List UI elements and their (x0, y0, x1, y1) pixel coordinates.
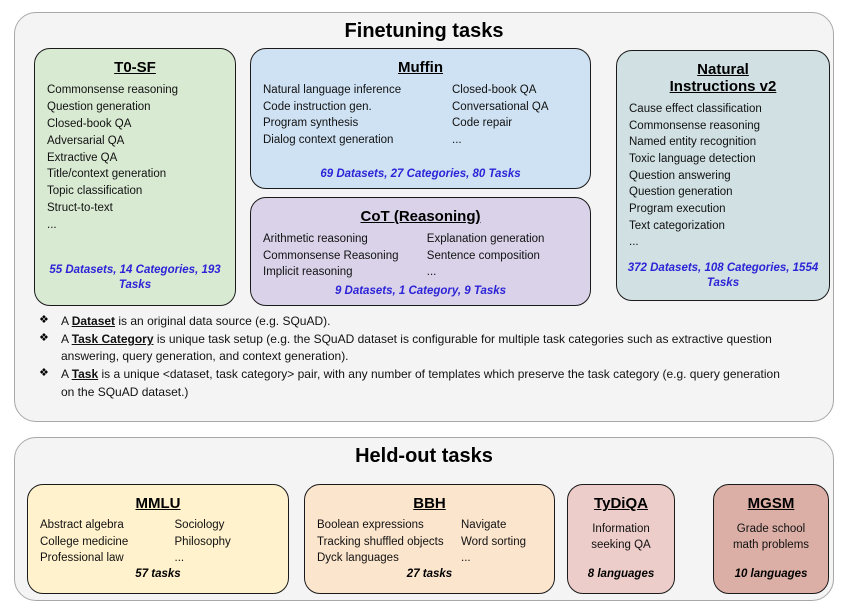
niv2-task-list: Cause effect classification Commonsense … (629, 101, 817, 251)
task-item: Title/context generation (47, 168, 167, 181)
muffin-box: Muffin Natural language inference Code i… (250, 48, 591, 189)
diamond-bullet-icon: ❖ (39, 332, 49, 345)
task-item: Tracking shuffled objects (317, 535, 444, 548)
task-item: ... (452, 134, 462, 147)
task-item: Explanation generation (426, 233, 545, 245)
definition-text: A Task is a unique <dataset, task catego… (61, 367, 780, 399)
t0sf-title: T0-SF (114, 59, 156, 76)
bbh-title: BBH (413, 495, 446, 512)
task-item: Navigate (461, 519, 507, 531)
task-item: Question generation (629, 186, 733, 199)
task-item: Topic classification (47, 185, 143, 198)
task-item: ... (461, 552, 471, 565)
heldout-tasks-panel: Held-out tasks MMLU Abstract algebra Col… (14, 437, 834, 601)
muffin-title: Muffin (398, 59, 443, 76)
finetuning-tasks-panel: Finetuning tasks T0-SF Commonsense reaso… (14, 12, 834, 422)
definition-dataset: ❖ A Dataset is an original data source (… (37, 313, 813, 330)
task-item: Word sorting (461, 535, 526, 548)
muffin-task-list-left: Natural language inference Code instruct… (263, 82, 452, 149)
task-item: Commonsense Reasoning (263, 249, 399, 262)
task-item: Arithmetic reasoning (263, 233, 368, 245)
task-item: Commonsense reasoning (47, 84, 179, 96)
task-item: Conversational QA (452, 100, 549, 113)
task-item: ... (629, 236, 639, 249)
mgsm-stats: 10 languages (734, 567, 808, 580)
mmlu-task-list-left: Abstract algebra College medicine Profes… (40, 517, 175, 567)
task-item: Sociology (174, 519, 225, 531)
task-item: Text categorization (629, 219, 725, 232)
task-item: Struct-to-text (47, 202, 113, 215)
diamond-bullet-icon: ❖ (39, 314, 49, 326)
task-item: Dialog context generation (263, 134, 394, 147)
cot-stats: 9 Datasets, 1 Category, 9 Tasks (334, 284, 507, 297)
mgsm-title: MGSM (747, 495, 795, 512)
bbh-stats: 27 tasks (406, 567, 453, 580)
mmlu-stats: 57 tasks (135, 567, 181, 580)
mgsm-description: Grade school math problems (732, 523, 810, 551)
definition-text: A Task Category is unique task setup (e.… (61, 332, 772, 364)
task-item: Named entity recognition (629, 136, 757, 149)
diamond-bullet-icon: ❖ (39, 367, 49, 380)
heldout-panel-title: Held-out tasks (355, 445, 493, 467)
tydiqa-stats: 8 languages (587, 567, 655, 580)
task-item: Question generation (47, 100, 151, 113)
tydiqa-description: Information seeking QA (591, 523, 651, 551)
task-item: Philosophy (174, 535, 231, 548)
mmlu-box: MMLU Abstract algebra College medicine P… (27, 484, 289, 594)
task-item: Professional law (40, 552, 124, 565)
mmlu-task-list-right: Sociology Philosophy ... (175, 517, 276, 567)
bbh-box: BBH Boolean expressions Tracking shuffle… (304, 484, 555, 594)
bbh-task-list-right: Navigate Word sorting ... (461, 517, 542, 567)
task-item: Program execution (629, 203, 726, 216)
task-item: Abstract algebra (40, 519, 124, 531)
task-item: Question answering (629, 169, 731, 182)
task-item: Natural language inference (263, 84, 402, 96)
term-task-category: Task Category (71, 332, 154, 347)
task-item: ... (426, 266, 437, 279)
mgsm-box: MGSM Grade school math problems 10 langu… (713, 484, 829, 594)
finetuning-panel-title: Finetuning tasks (344, 20, 504, 42)
term-dataset: Dataset (71, 314, 116, 328)
muffin-stats: 69 Datasets, 27 Categories, 80 Tasks (320, 167, 521, 180)
task-item: Dyck languages (317, 552, 399, 565)
task-item: Code instruction gen. (263, 100, 372, 113)
definitions-list: ❖ A Dataset is an original data source (… (37, 313, 813, 402)
t0sf-task-list: Commonsense reasoning Question generatio… (47, 82, 223, 234)
t0sf-stats: 55 Datasets, 14 Categories, 193 Tasks (49, 264, 221, 291)
niv2-stats: 372 Datasets, 108 Categories, 1554 Tasks (627, 262, 819, 289)
niv2-title: Natural Instructions v2 (669, 61, 777, 95)
task-item: ... (174, 552, 185, 565)
cot-title: CoT (Reasoning) (360, 208, 481, 225)
natural-instructions-v2-box: Natural Instructions v2 Cause effect cla… (616, 50, 830, 301)
task-item: College medicine (40, 535, 129, 548)
task-item: Closed-book QA (47, 117, 132, 130)
task-item: Cause effect classification (629, 103, 762, 115)
task-item: Code repair (452, 117, 513, 130)
term-task: Task (71, 367, 99, 382)
t0sf-box: T0-SF Commonsense reasoning Question gen… (34, 48, 236, 306)
task-item: Sentence composition (426, 249, 540, 262)
task-item: Program synthesis (263, 117, 359, 130)
mmlu-title: MMLU (135, 495, 181, 512)
muffin-task-list-right: Closed-book QA Conversational QA Code re… (452, 82, 578, 149)
task-item: ... (47, 219, 57, 232)
definition-task-category: ❖ A Task Category is unique task setup (… (37, 331, 813, 365)
task-item: Closed-book QA (452, 84, 537, 96)
tydiqa-title: TyDiQA (594, 495, 648, 512)
task-item: Toxic language detection (629, 153, 756, 166)
definition-text: A Dataset is an original data source (e.… (61, 314, 331, 328)
task-item: Extractive QA (47, 151, 118, 164)
bbh-task-list-left: Boolean expressions Tracking shuffled ob… (317, 517, 461, 567)
definition-task: ❖ A Task is a unique <dataset, task cate… (37, 366, 813, 400)
tydiqa-box: TyDiQA Information seeking QA 8 language… (567, 484, 675, 594)
cot-box: CoT (Reasoning) Arithmetic reasoning Com… (250, 197, 591, 306)
cot-task-list-left: Arithmetic reasoning Commonsense Reasoni… (263, 231, 427, 281)
cot-task-list-right: Explanation generation Sentence composit… (427, 231, 578, 281)
task-item: Commonsense reasoning (629, 119, 761, 132)
task-item: Implicit reasoning (263, 266, 353, 279)
task-item: Adversarial QA (47, 134, 125, 147)
task-item: Boolean expressions (317, 519, 424, 531)
